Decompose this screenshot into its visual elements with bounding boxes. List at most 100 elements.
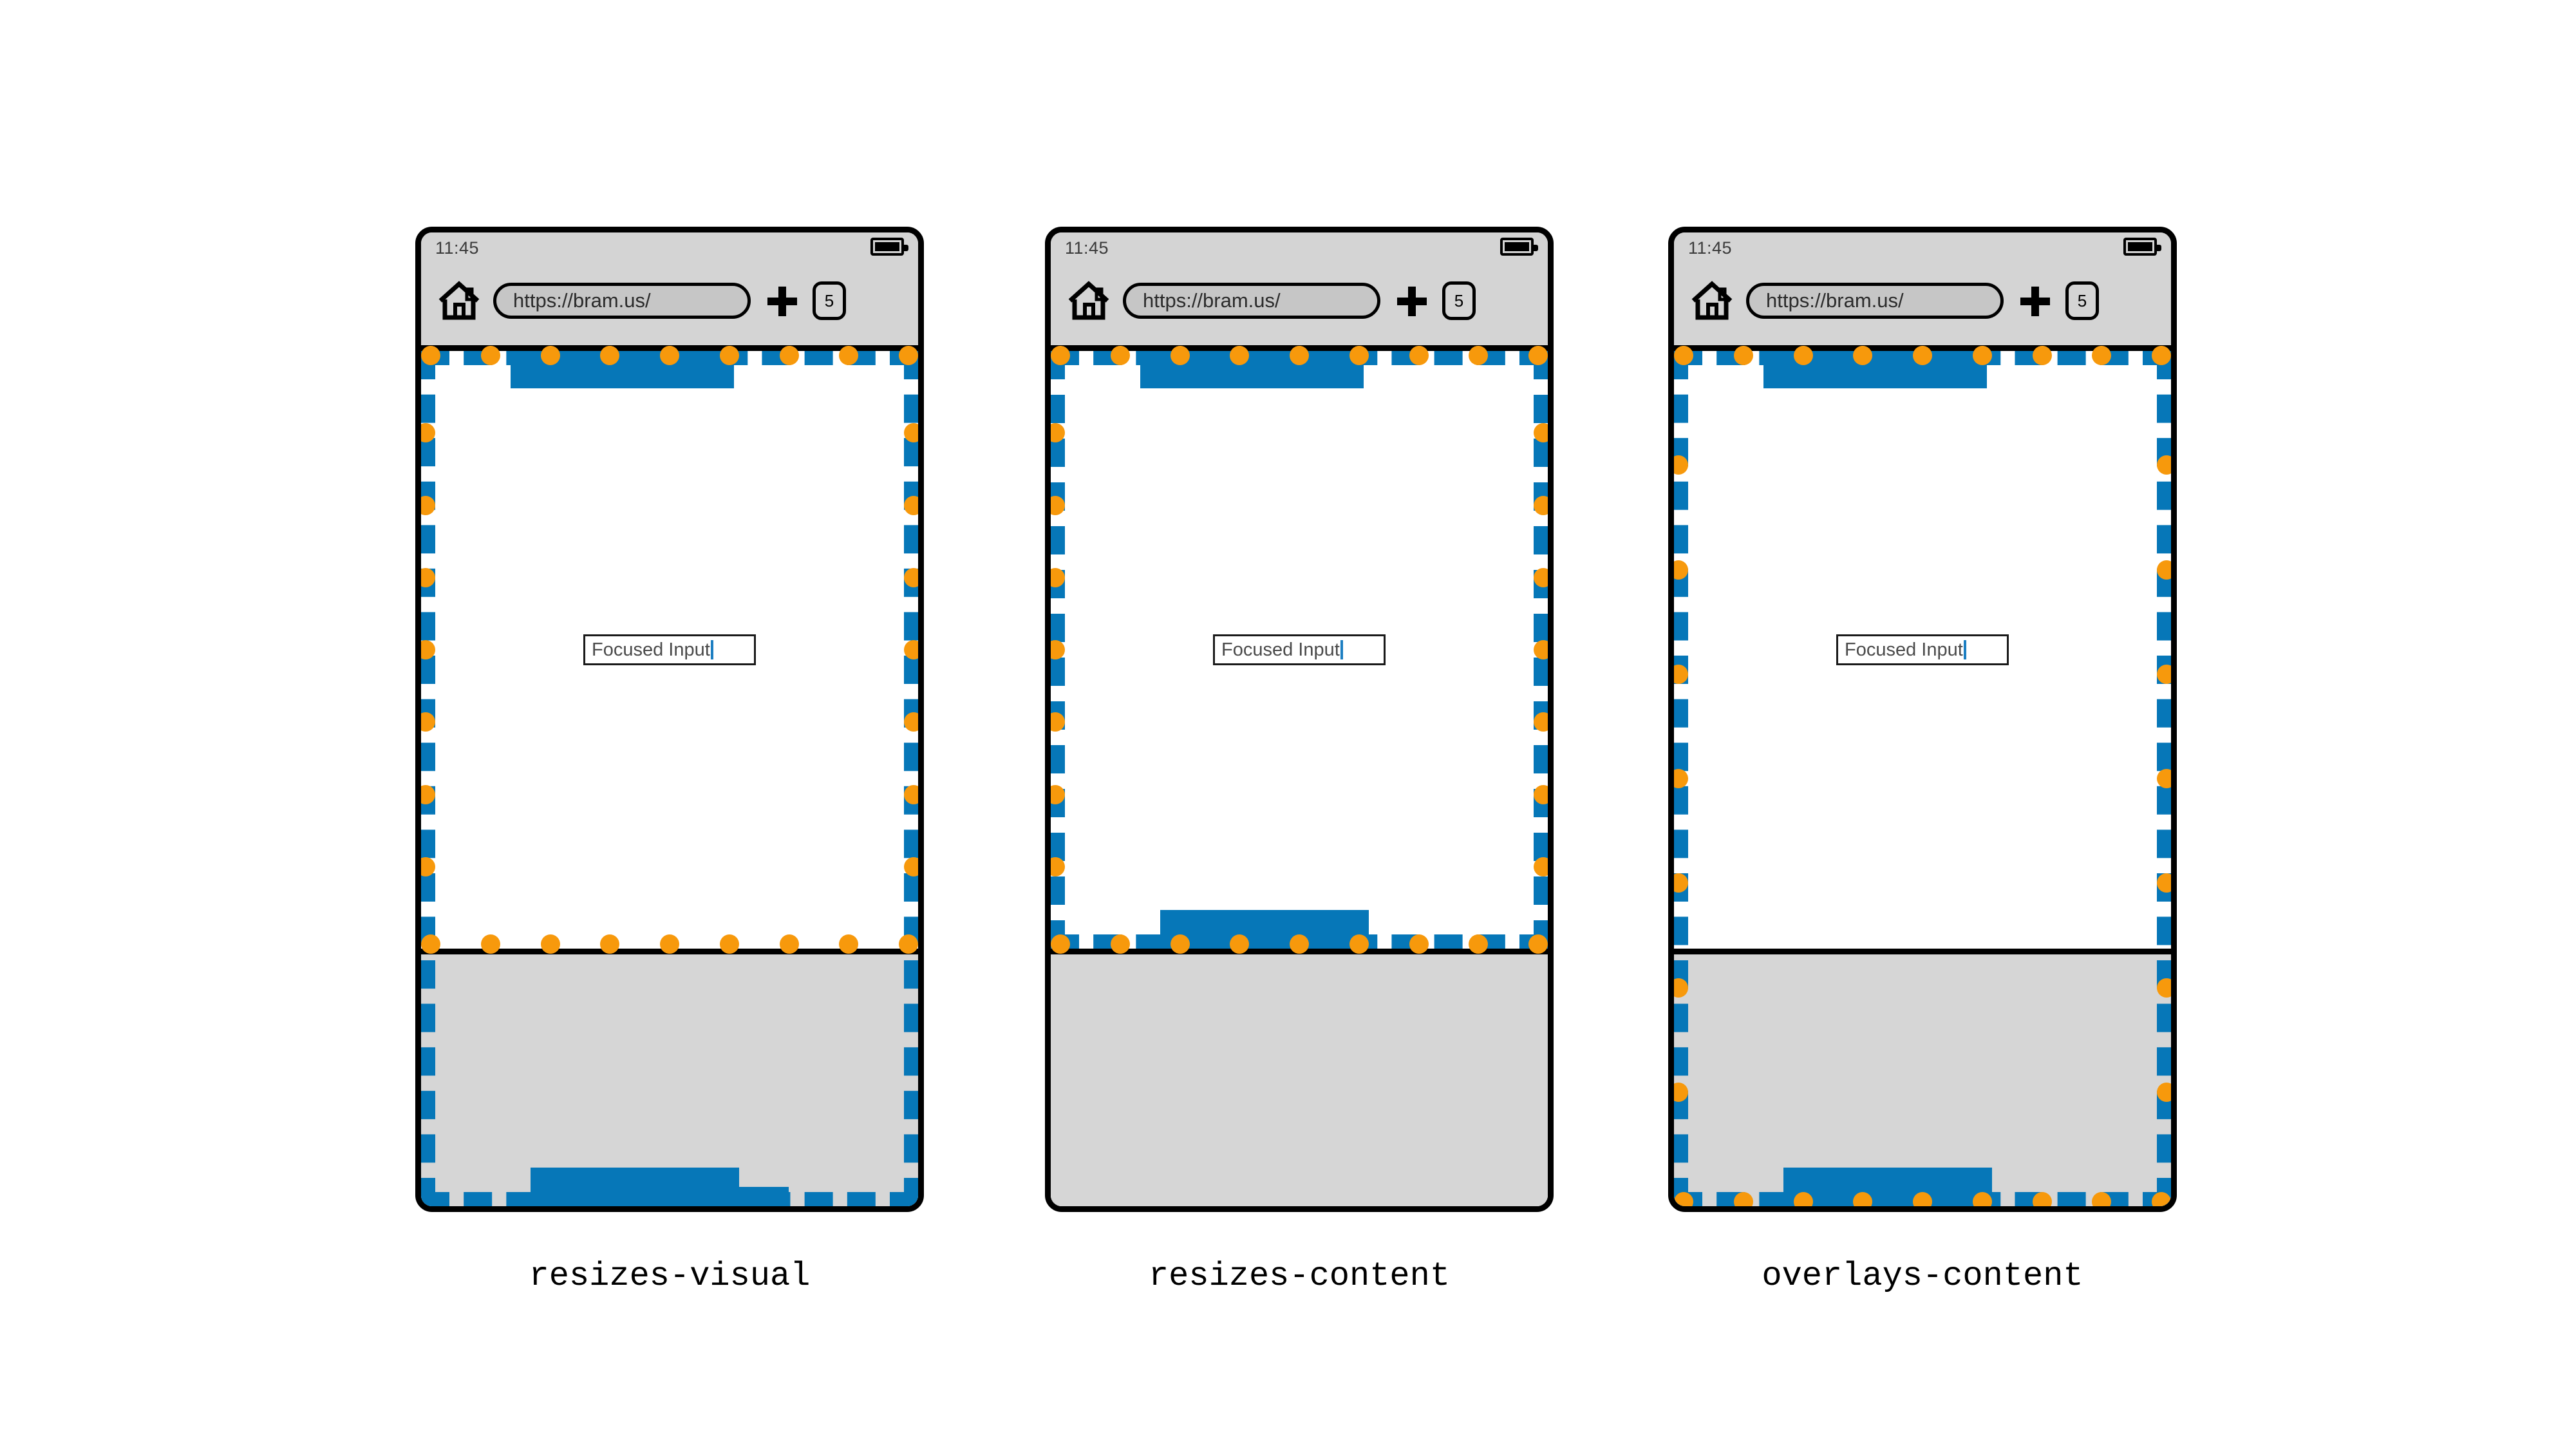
visual-viewport-dot — [779, 934, 799, 954]
visual-viewport-dot — [1051, 712, 1065, 732]
visual-viewport-dot — [904, 784, 918, 804]
visual-viewport-dot — [2157, 560, 2171, 580]
visual-viewport-dot — [1853, 346, 1873, 365]
device-caption-resizes-content: resizes-content — [1148, 1257, 1451, 1295]
visual-viewport-dot — [1051, 495, 1065, 515]
visual-viewport-dot — [660, 346, 679, 365]
page-screen: Focused Input — [1051, 346, 1548, 1206]
text-caret — [710, 640, 713, 659]
browser-chrome: 11:45 https://bram.us/5 — [421, 232, 918, 351]
battery-icon — [870, 238, 908, 256]
visual-viewport-dot — [1674, 873, 1688, 893]
status-bar: 11:45 — [421, 232, 918, 263]
content-block-footer — [1160, 910, 1369, 949]
visual-viewport-dot — [2032, 346, 2052, 365]
visual-viewport-dot — [1110, 934, 1130, 954]
status-bar: 11:45 — [1674, 232, 2171, 263]
tab-count-badge[interactable]: 5 — [813, 281, 846, 320]
visual-viewport-dot — [421, 784, 435, 804]
home-icon[interactable] — [438, 280, 480, 320]
visual-viewport-dot — [1534, 784, 1548, 804]
visual-viewport-dot — [839, 934, 859, 954]
battery-icon — [2123, 238, 2161, 256]
visual-viewport-dot — [1972, 1192, 1992, 1206]
address-bar-url: https://bram.us/ — [1143, 289, 1281, 312]
visual-viewport-dot — [839, 346, 859, 365]
status-bar: 11:45 — [1051, 232, 1548, 263]
browser-chrome: 11:45 https://bram.us/5 — [1674, 232, 2171, 351]
focused-input[interactable]: Focused Input — [1213, 634, 1386, 665]
visual-viewport-dot — [1528, 934, 1548, 954]
visual-viewport-dot — [2157, 769, 2171, 788]
visual-viewport-dot — [1674, 455, 1688, 475]
text-caret — [1963, 640, 1966, 659]
visual-viewport-dot — [421, 346, 440, 365]
address-bar[interactable]: https://bram.us/ — [493, 283, 751, 319]
visual-viewport-dot — [540, 346, 560, 365]
tab-count-badge[interactable]: 5 — [2065, 281, 2099, 320]
status-clock: 11:45 — [1688, 238, 1733, 258]
plus-icon[interactable] — [1397, 287, 1427, 316]
visual-viewport-dot — [421, 567, 435, 587]
visual-viewport-dot — [1534, 423, 1548, 443]
plus-icon[interactable] — [767, 287, 797, 316]
focused-input[interactable]: Focused Input — [583, 634, 756, 665]
home-icon[interactable] — [1067, 280, 1110, 320]
text-caret — [1340, 640, 1343, 659]
plus-icon[interactable] — [2020, 287, 2050, 316]
visual-viewport-dot — [2092, 1192, 2112, 1206]
visual-viewport-dot — [421, 934, 440, 954]
visual-viewport-dot — [2157, 978, 2171, 998]
visual-viewport-dot — [1972, 346, 1992, 365]
visual-viewport-dot — [1230, 346, 1250, 365]
visual-viewport-dot — [421, 712, 435, 732]
visual-viewport-dot — [1051, 640, 1065, 659]
content-block-footer-stub — [739, 1187, 789, 1206]
visual-viewport-dot — [480, 346, 500, 365]
visual-viewport-dot — [1674, 1082, 1688, 1102]
browser-toolbar: https://bram.us/5 — [421, 263, 918, 351]
focused-input-value: Focused Input — [1845, 639, 1963, 660]
visual-viewport-dot — [600, 346, 620, 365]
visual-viewport-dot — [1349, 346, 1369, 365]
visual-viewport-dot — [1290, 346, 1309, 365]
visual-viewport-dot — [421, 640, 435, 659]
browser-chrome: 11:45 https://bram.us/5 — [1051, 232, 1548, 351]
visual-viewport-dot — [2032, 1192, 2052, 1206]
home-icon[interactable] — [1691, 280, 1733, 320]
address-bar[interactable]: https://bram.us/ — [1746, 283, 2004, 319]
page-screen: Focused Input — [1674, 346, 2171, 1206]
visual-viewport-dot — [2157, 664, 2171, 684]
visual-viewport-dot — [1051, 567, 1065, 587]
visual-viewport-dot — [1913, 346, 1932, 365]
virtual-keyboard — [1051, 949, 1548, 1206]
browser-toolbar: https://bram.us/5 — [1674, 263, 2171, 351]
visual-viewport-dot — [1674, 978, 1688, 998]
visual-viewport-dot — [2157, 455, 2171, 475]
content-block-footer — [1783, 1168, 1992, 1206]
visual-viewport-dot — [1674, 560, 1688, 580]
visual-viewport-dot — [1170, 346, 1190, 365]
status-clock: 11:45 — [435, 238, 480, 258]
focused-input[interactable]: Focused Input — [1836, 634, 2009, 665]
visual-viewport-dot — [1051, 784, 1065, 804]
visual-viewport-dot — [1051, 934, 1070, 954]
visual-viewport-dot — [1793, 346, 1813, 365]
visual-viewport-dot — [904, 495, 918, 515]
visual-viewport-dot — [1290, 934, 1309, 954]
visual-viewport-dot — [1051, 857, 1065, 876]
visual-viewport-dot — [904, 712, 918, 732]
visual-viewport-dot — [1409, 346, 1429, 365]
visual-viewport-dot — [1051, 423, 1065, 443]
address-bar[interactable]: https://bram.us/ — [1123, 283, 1380, 319]
visual-viewport-dot — [1110, 346, 1130, 365]
visual-viewport-dot — [1051, 346, 1070, 365]
tab-count-badge[interactable]: 5 — [1442, 281, 1476, 320]
visual-viewport-dot — [1913, 1192, 1932, 1206]
